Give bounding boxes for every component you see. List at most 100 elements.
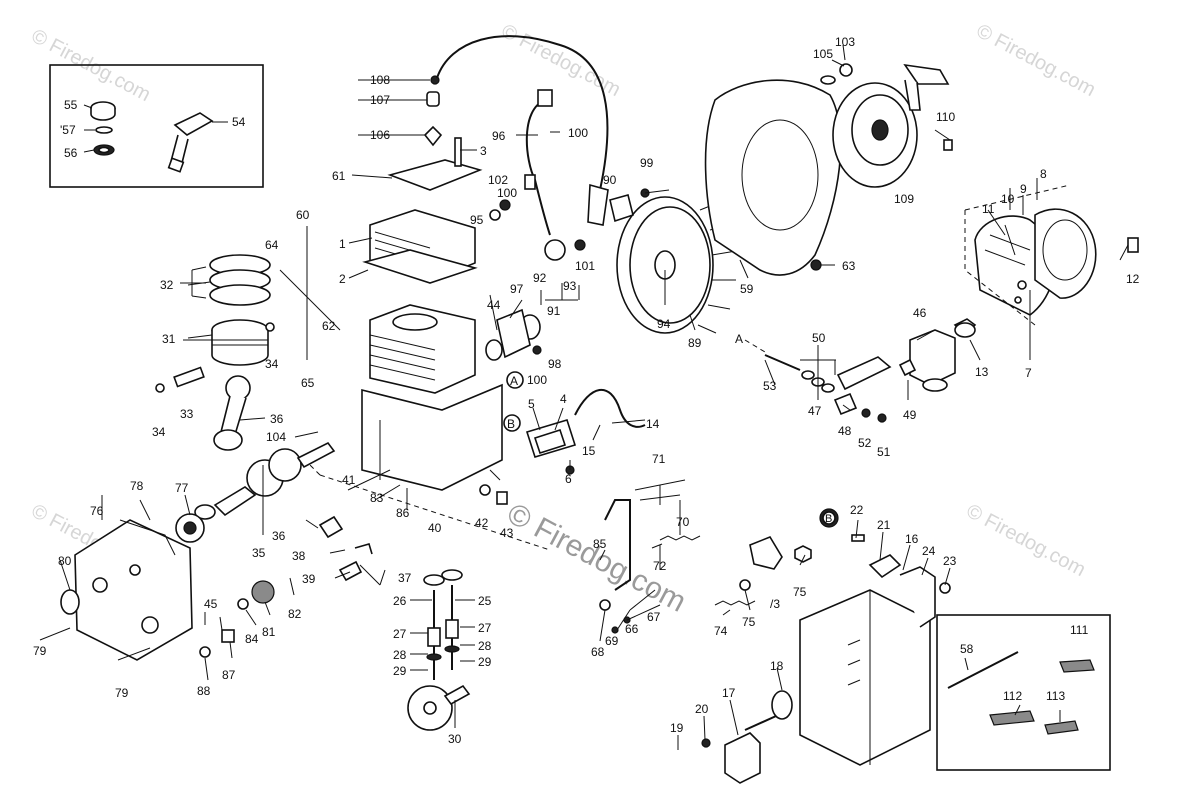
callout-58: 58 <box>960 642 974 656</box>
callout-51: 51 <box>877 445 891 459</box>
callout-97: 97 <box>510 282 524 296</box>
callout-labels: 1 2 3 4 5 6 7 8 9 10 11 12 13 14 15 16 1… <box>33 35 1140 746</box>
callout-106: 106 <box>370 128 390 142</box>
callout-81: 81 <box>262 625 276 639</box>
callout-89: 89 <box>688 336 702 350</box>
watermark-center: © Firedog.com <box>502 497 692 619</box>
callout-85: 85 <box>593 537 607 551</box>
callout-79-bottom: 79 <box>115 686 129 700</box>
callout-108: 108 <box>370 73 390 87</box>
callout-31: 31 <box>162 332 176 346</box>
callout-110: 110 <box>936 110 955 124</box>
valve-train <box>318 515 471 731</box>
callout-67: 67 <box>647 610 661 624</box>
callout-29-right: 29 <box>478 655 492 669</box>
callout-100-bottom: 100 <box>527 373 547 387</box>
watermark-top-right: © Firedog.com <box>973 20 1099 101</box>
governor-linkage <box>599 479 701 634</box>
leader-lines <box>59 44 1129 750</box>
connecting-rod <box>213 375 251 451</box>
callout-69: 69 <box>605 634 619 648</box>
callout-94: 94 <box>657 317 671 331</box>
callout-20: 20 <box>695 702 709 716</box>
callout-112: 112 <box>1003 689 1022 703</box>
callout-62: 62 <box>322 319 336 333</box>
callout-90: 90 <box>603 173 617 187</box>
callout-88: 88 <box>197 684 211 698</box>
carburetor <box>744 318 977 423</box>
callout-47: 47 <box>808 404 822 418</box>
callout-63: 63 <box>842 259 856 273</box>
ref-b-marker-muffler: B <box>825 513 832 525</box>
callout-41: 41 <box>342 473 356 487</box>
callout-77: 77 <box>175 481 189 495</box>
callout-25: 25 <box>478 594 492 608</box>
piston-group <box>155 254 275 393</box>
callout-4: 4 <box>560 392 567 406</box>
callout-5: 5 <box>528 397 535 411</box>
callout-8: 8 <box>1040 167 1047 181</box>
callout-7: 7 <box>1025 366 1032 380</box>
callout-40: 40 <box>428 521 442 535</box>
callout-55: 55 <box>64 98 78 112</box>
callout-45: 45 <box>204 597 218 611</box>
ignition-coil <box>489 89 586 261</box>
callout-50: 50 <box>812 331 826 345</box>
ref-b-marker: B <box>507 417 515 431</box>
callout-38: 38 <box>292 549 306 563</box>
flywheel <box>485 188 737 361</box>
callout-53: 53 <box>763 379 777 393</box>
callout-105: 105 <box>813 47 833 61</box>
callout-46: 46 <box>913 306 927 320</box>
callout-100-mid: 100 <box>497 186 517 200</box>
callout-113: 113 <box>1046 689 1065 703</box>
reference-markers: A B A B <box>503 332 839 528</box>
callout-17: 17 <box>722 686 736 700</box>
callout-49: 49 <box>903 408 917 422</box>
cylinder-head <box>362 75 483 284</box>
callout-75-right: 75 <box>793 585 807 599</box>
callout-34-left: 34 <box>152 425 166 439</box>
intake-parts <box>525 389 646 475</box>
callout-103: 103 <box>835 35 855 49</box>
callout-11: 11 <box>982 202 995 216</box>
callout-70: 70 <box>676 515 690 529</box>
callout-56: 56 <box>64 146 78 160</box>
crankshaft <box>194 441 336 520</box>
callout-39: 39 <box>302 572 316 586</box>
inset-labels-kit <box>936 614 1111 771</box>
muffler <box>701 534 951 784</box>
callout-1: 1 <box>339 237 346 251</box>
callout-28-right: 28 <box>478 639 492 653</box>
throttle-control <box>714 536 812 606</box>
callout-48: 48 <box>838 424 852 438</box>
callout-9: 9 <box>1020 182 1027 196</box>
callout-14: 14 <box>646 417 660 431</box>
callout-28-left: 28 <box>393 648 407 662</box>
callout-84: 84 <box>245 632 259 646</box>
callout-66: 66 <box>625 622 639 636</box>
callout-104: 104 <box>266 430 286 444</box>
callout-95: 95 <box>470 213 484 227</box>
callout-2: 2 <box>339 272 346 286</box>
crankcase-cover <box>39 513 275 661</box>
callout-42: 42 <box>475 516 489 530</box>
callout-10: 10 <box>1001 192 1015 206</box>
callout-80: 80 <box>58 554 72 568</box>
callout-22: 22 <box>850 503 864 517</box>
watermark-top-center: © Firedog.com <box>498 20 624 101</box>
callout-21: 21 <box>877 518 891 532</box>
callout-83: 83 <box>370 491 384 505</box>
callout-3: 3 <box>480 144 487 158</box>
callout-111: 111 <box>1070 623 1089 637</box>
callout-87: 87 <box>222 668 236 682</box>
callout-91: 91 <box>547 304 561 318</box>
callout-86: 86 <box>396 506 410 520</box>
callout-57: '57 <box>60 123 76 137</box>
callout-93: 93 <box>563 279 577 293</box>
callout-36-lifter: 36 <box>272 529 286 543</box>
callout-109: 109 <box>894 192 914 206</box>
callout-52: 52 <box>858 436 872 450</box>
callout-24: 24 <box>922 544 936 558</box>
callout-54: 54 <box>232 115 246 129</box>
